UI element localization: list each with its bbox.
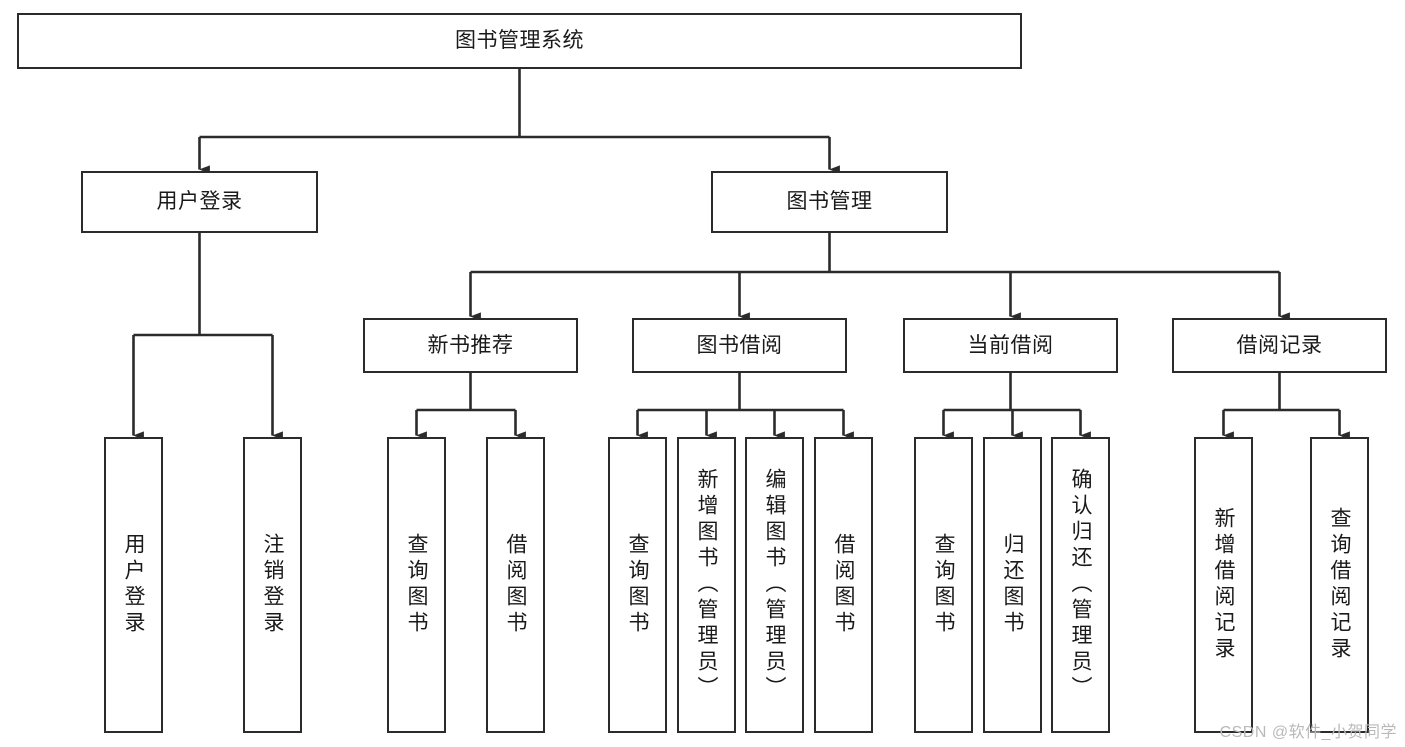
node-box-图书管理[interactable]: 图书管理 xyxy=(711,171,948,233)
node-box-借阅图书[interactable]: 借阅图书 xyxy=(814,437,873,733)
node-label: 新增借阅记录 xyxy=(1212,507,1236,663)
node-label: 借阅图书 xyxy=(504,533,528,637)
node-label: 查询图书 xyxy=(932,533,956,637)
node-label: 新书推荐 xyxy=(427,333,514,357)
node-box-归还图书[interactable]: 归还图书 xyxy=(983,437,1042,733)
node-label: 图书管理 xyxy=(786,190,873,214)
node-label: 确认归还（管理员） xyxy=(1069,468,1093,702)
node-label: 借阅记录 xyxy=(1236,333,1323,357)
node-label: 用户登录 xyxy=(122,533,146,637)
node-box-新增借阅记录[interactable]: 新增借阅记录 xyxy=(1194,437,1253,733)
node-box-查询图书[interactable]: 查询图书 xyxy=(387,437,446,733)
node-label: 编辑图书（管理员） xyxy=(763,468,787,702)
node-box-查询图书[interactable]: 查询图书 xyxy=(914,437,973,733)
node-box-新增图书管理员[interactable]: 新增图书（管理员） xyxy=(677,437,736,733)
node-label: 借阅图书 xyxy=(832,533,856,637)
node-box-借阅图书[interactable]: 借阅图书 xyxy=(486,437,545,733)
node-label: 图书借阅 xyxy=(696,333,783,357)
node-box-用户登录[interactable]: 用户登录 xyxy=(81,171,318,233)
node-box-注销登录[interactable]: 注销登录 xyxy=(243,437,302,733)
node-box-查询借阅记录[interactable]: 查询借阅记录 xyxy=(1310,437,1369,733)
node-label: 新增图书（管理员） xyxy=(695,468,719,702)
node-label: 当前借阅 xyxy=(967,333,1054,357)
node-box-用户登录[interactable]: 用户登录 xyxy=(104,437,163,733)
node-box-当前借阅[interactable]: 当前借阅 xyxy=(903,318,1118,373)
node-box-图书管理系统[interactable]: 图书管理系统 xyxy=(17,13,1022,69)
node-label: 图书管理系统 xyxy=(455,29,584,53)
node-box-查询图书[interactable]: 查询图书 xyxy=(608,437,667,733)
node-box-图书借阅[interactable]: 图书借阅 xyxy=(632,318,847,373)
node-box-借阅记录[interactable]: 借阅记录 xyxy=(1172,318,1387,373)
node-label: 注销登录 xyxy=(261,533,285,637)
node-box-编辑图书管理员[interactable]: 编辑图书（管理员） xyxy=(745,437,804,733)
node-label: 查询图书 xyxy=(405,533,429,637)
node-box-新书推荐[interactable]: 新书推荐 xyxy=(363,318,578,373)
node-label: 用户登录 xyxy=(156,190,243,214)
node-label: 查询借阅记录 xyxy=(1328,507,1352,663)
connector-group xyxy=(132,69,1350,440)
node-box-确认归还管理员[interactable]: 确认归还（管理员） xyxy=(1051,437,1110,733)
node-label: 归还图书 xyxy=(1001,533,1025,637)
node-label: 查询图书 xyxy=(626,533,650,637)
